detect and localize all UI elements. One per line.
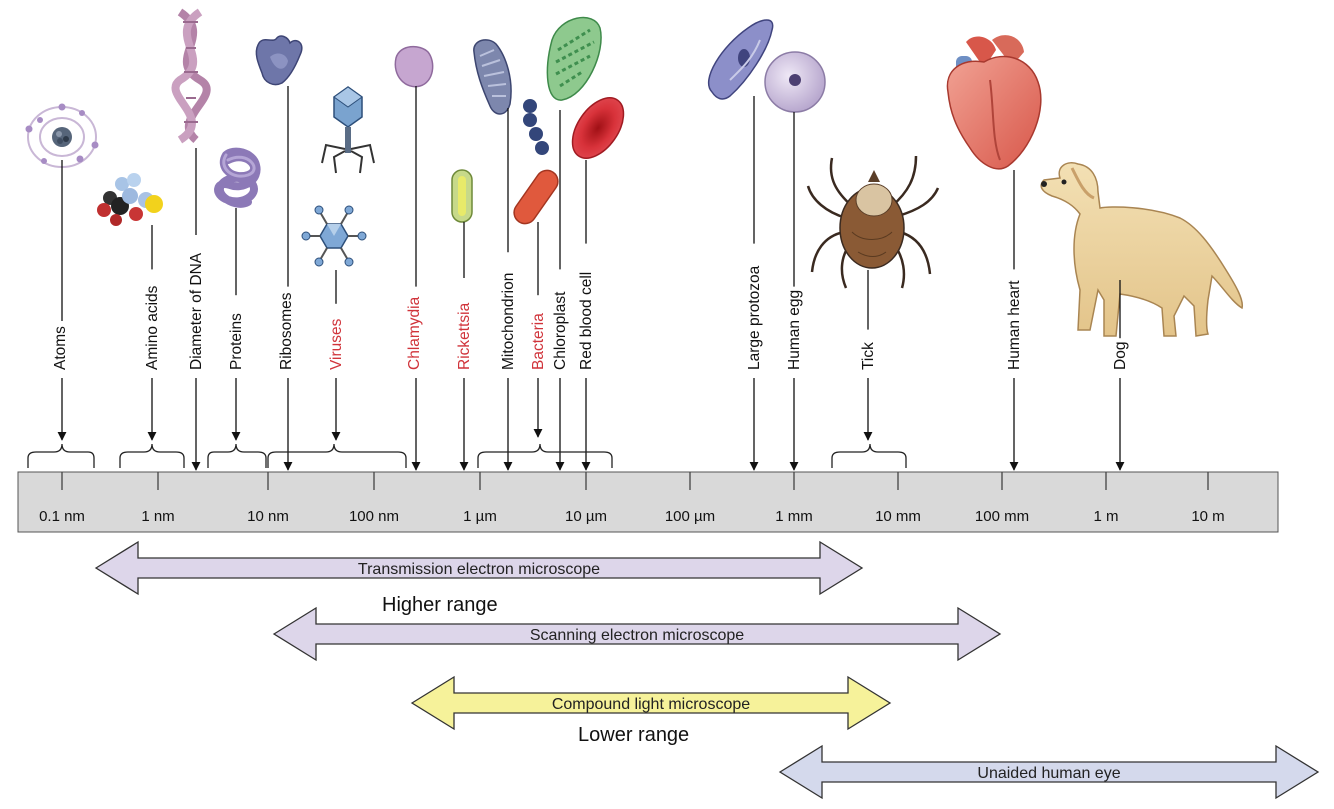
- proteins-label: Proteins: [228, 313, 245, 370]
- tem-range-arrow: [94, 540, 864, 596]
- range-braces: [27, 443, 907, 468]
- tem-range-label: Transmission electron microscope: [358, 561, 600, 578]
- amino-acids-brace: [119, 443, 185, 468]
- human-heart-label: Human heart: [1006, 280, 1023, 370]
- scale-tick-label: 1 m: [1093, 508, 1118, 525]
- protein-icon: [214, 147, 261, 208]
- human-egg-item: Human egg: [786, 112, 803, 471]
- scale-tick-label: 100 µm: [665, 508, 715, 525]
- chlamydia-icon: [394, 45, 434, 88]
- virus-icon: [301, 86, 375, 267]
- scale-tick-label: 10 m: [1191, 508, 1224, 525]
- heart-icon: [946, 35, 1042, 170]
- sem-range: Scanning electron microscope: [272, 606, 1002, 662]
- ribosomes-label: Ribosomes: [278, 292, 295, 370]
- scale-tick-label: 0.1 nm: [39, 508, 85, 525]
- tem-range: Transmission electron microscope: [94, 540, 864, 596]
- scale-ticks: 0.1 nm 1 nm 10 nm 100 nm 1 µm 10 µm 100 µm 1 mm…: [39, 472, 1225, 525]
- dog-icon: [1040, 162, 1244, 337]
- dog-item: Dog: [1112, 280, 1129, 471]
- chloroplast-icon: [546, 16, 602, 101]
- atom-icon: [25, 103, 99, 168]
- chlamydia-item: Chlamydia: [406, 86, 423, 471]
- scale-tick-label: 1 nm: [141, 508, 174, 525]
- tick-icon: [806, 155, 940, 289]
- chlamydia-label: Chlamydia: [406, 296, 423, 370]
- bacteria-item: Bacteria: [530, 222, 547, 438]
- mitochondrion-icon: [473, 39, 512, 115]
- proteins-item: Proteins: [228, 208, 245, 441]
- bacteria-brace: [477, 443, 613, 468]
- clm-range-arrow: [410, 675, 892, 731]
- viruses-item: Viruses: [328, 270, 345, 441]
- atoms-item: Atoms: [52, 160, 69, 441]
- viruses-brace: [267, 443, 407, 468]
- microscope-ranges: Transmission electron microscopeScanning…: [94, 540, 1320, 800]
- tick-label: Tick: [860, 342, 877, 370]
- red-blood-cell-label: Red blood cell: [578, 272, 595, 370]
- eye-range-arrow: [778, 744, 1320, 800]
- rickettsia-item: Rickettsia: [456, 222, 473, 471]
- red-blood-cell-icon: [571, 97, 625, 159]
- scale-tick-label: 10 nm: [247, 508, 289, 525]
- ribosomes-item: Ribosomes: [278, 86, 295, 471]
- tick-brace: [831, 443, 907, 468]
- scale-tick-label: 10 µm: [565, 508, 607, 525]
- dna-item: Diameter of DNA: [188, 148, 205, 471]
- eye-range-label: Unaided human eye: [977, 765, 1120, 782]
- large-protozoa-label: Large protozoa: [746, 265, 763, 370]
- scale-tick-label: 100 nm: [349, 508, 399, 525]
- scale-tick-label: 1 µm: [463, 508, 497, 525]
- proteins-brace: [207, 443, 267, 468]
- scale-tick-label: 100 mm: [975, 508, 1029, 525]
- atoms-brace: [27, 443, 95, 468]
- bacteria-icon: [513, 99, 559, 225]
- clm-range-label: Compound light microscope: [552, 696, 750, 713]
- protozoa-icon: [707, 19, 774, 100]
- amino-acid-molecule-icon: [97, 173, 163, 226]
- rickettsia-icon: [451, 169, 473, 223]
- human-egg-label: Human egg: [786, 290, 803, 370]
- large-protozoa-item: Large protozoa: [746, 96, 763, 471]
- red-blood-cell-item: Red blood cell: [578, 160, 595, 471]
- bacteria-label: Bacteria: [530, 313, 547, 370]
- clm-range: Compound light microscope: [410, 675, 892, 731]
- amino-acids-item: Amino acids: [144, 225, 161, 441]
- dna-helix-icon: [171, 8, 211, 144]
- scale-tick-label: 1 mm: [775, 508, 813, 525]
- mitochondrion-label: Mitochondrion: [500, 273, 517, 370]
- scale-tick-label: 10 mm: [875, 508, 921, 525]
- human-egg-icon: [764, 51, 826, 113]
- scale-bar: [17, 471, 1279, 533]
- chloroplast-item: Chloroplast: [552, 110, 569, 471]
- ribosome-icon: [255, 35, 303, 86]
- dog-label: Dog: [1112, 342, 1129, 370]
- atoms-label: Atoms: [52, 326, 69, 370]
- tick-item: Tick: [860, 270, 877, 441]
- viruses-label: Viruses: [328, 318, 345, 370]
- chloroplast-label: Chloroplast: [552, 291, 569, 370]
- mitochondrion-item: Mitochondrion: [500, 108, 517, 471]
- scale-items: Atoms Amino acids Diameter of DNA Proteins R…: [52, 86, 1129, 471]
- human-heart-item: Human heart: [1006, 170, 1023, 471]
- dna-label: Diameter of DNA: [188, 252, 205, 370]
- sem-range-label: Scanning electron microscope: [530, 627, 744, 644]
- eye-range: Unaided human eye: [778, 744, 1320, 800]
- rickettsia-label: Rickettsia: [456, 302, 473, 370]
- lower-range-note: Lower range: [578, 724, 689, 746]
- sem-range-arrow: [272, 606, 1002, 662]
- amino-acids-label: Amino acids: [144, 285, 161, 370]
- higher-range-note: Higher range: [382, 594, 498, 616]
